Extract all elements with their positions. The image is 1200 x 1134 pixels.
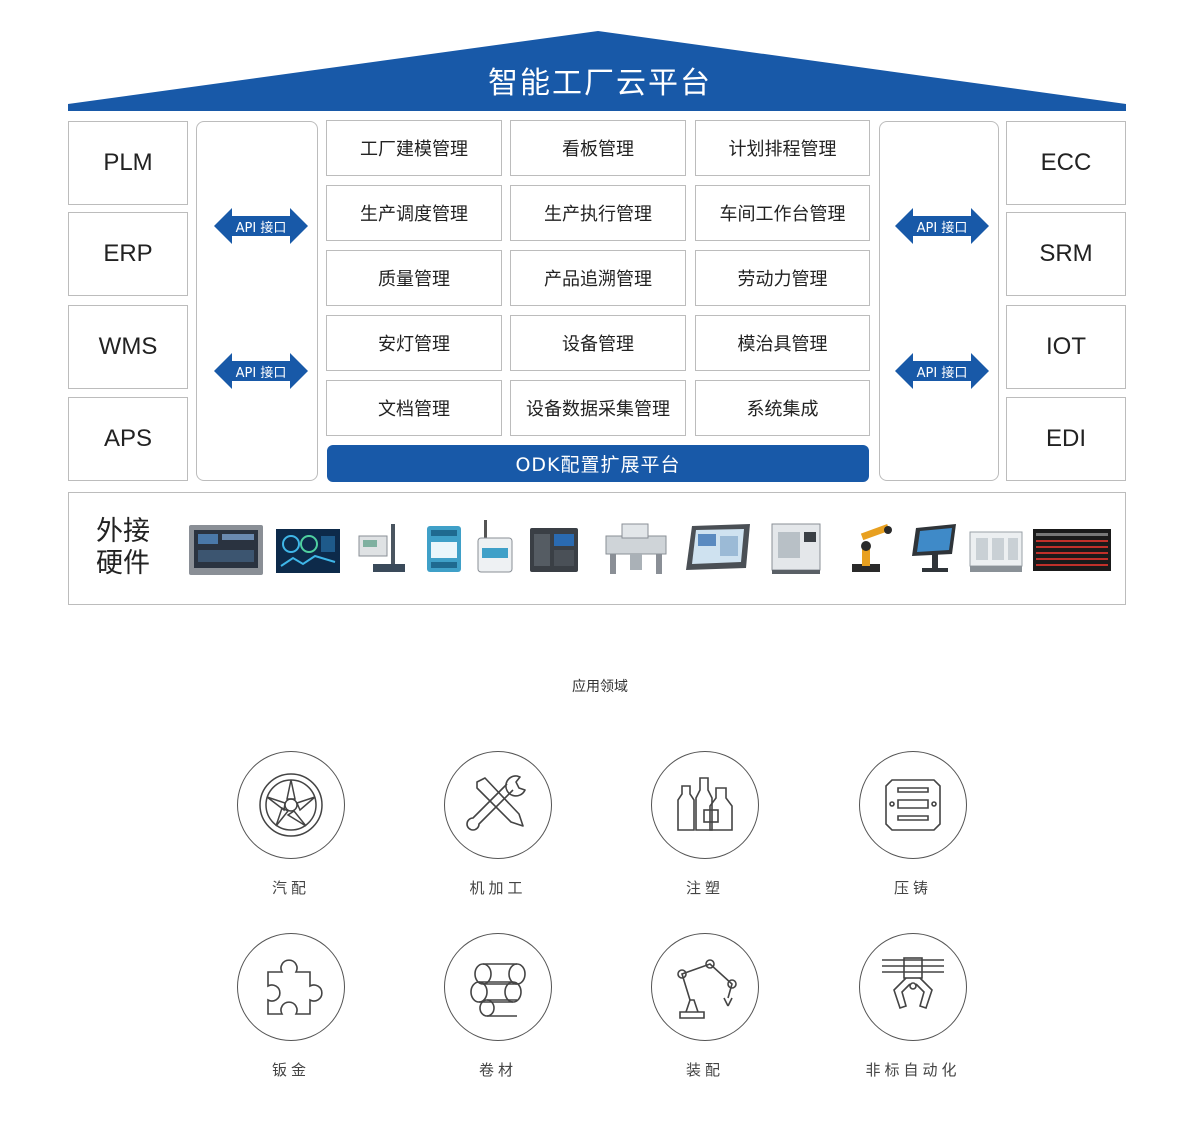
module-box: 生产调度管理 xyxy=(326,185,502,241)
api-arrow: API 接口 xyxy=(214,206,308,246)
system-wms: WMS xyxy=(68,305,188,389)
double-arrow-icon xyxy=(895,208,989,244)
application-label: 钣金 xyxy=(271,1061,310,1079)
bottles-icon xyxy=(677,777,733,831)
double-arrow-icon xyxy=(214,208,308,244)
module-box: 计划排程管理 xyxy=(695,120,870,176)
system-erp: ERP xyxy=(68,212,188,296)
touch-panel-icon xyxy=(189,525,263,575)
module-box: 劳动力管理 xyxy=(695,250,870,306)
module-box: 生产执行管理 xyxy=(510,185,686,241)
api-column-left xyxy=(196,121,318,481)
roof-shape xyxy=(68,31,1126,111)
hardware-label: 外接 硬件 xyxy=(96,516,150,579)
system-plm: PLM xyxy=(68,121,188,205)
module-box: 设备管理 xyxy=(510,315,686,371)
module-box: 设备数据采集管理 xyxy=(510,380,686,436)
application-circle[interactable] xyxy=(859,933,967,1041)
api-label: API 接口 xyxy=(916,220,968,236)
application-circle[interactable] xyxy=(651,933,759,1041)
application-circle[interactable] xyxy=(444,933,552,1041)
module-box: 质量管理 xyxy=(326,250,502,306)
system-ecc: ECC xyxy=(1006,121,1126,205)
io-module-icon xyxy=(427,526,461,572)
application-label: 机加工 xyxy=(469,879,527,897)
system-srm: SRM xyxy=(1006,212,1126,296)
api-arrow: API 接口 xyxy=(214,351,308,391)
system-edi: EDI xyxy=(1006,397,1126,481)
application-label: 卷材 xyxy=(478,1061,517,1079)
puzzle-piece-icon xyxy=(267,959,323,1015)
api-label: API 接口 xyxy=(916,365,968,381)
module-box: 模治具管理 xyxy=(695,315,870,371)
assembly-robot-icon xyxy=(677,959,737,1019)
weighing-scale-icon xyxy=(358,524,405,572)
section-title: 应用领域 xyxy=(572,679,628,695)
hmi-panel-icon xyxy=(686,524,750,570)
api-column-right xyxy=(879,121,999,481)
andon-board-icon xyxy=(1033,529,1111,571)
casting-plate-icon xyxy=(885,779,941,831)
api-label: API 接口 xyxy=(235,365,287,381)
double-arrow-icon xyxy=(895,353,989,389)
application-circle[interactable] xyxy=(859,751,967,859)
wrench-screwdriver-icon xyxy=(466,775,526,831)
cnc-machine-icon xyxy=(771,523,821,574)
module-box: 工厂建模管理 xyxy=(326,120,502,176)
wheel-icon xyxy=(259,773,323,837)
gripper-icon xyxy=(882,957,944,1010)
application-label: 压铸 xyxy=(893,879,932,897)
api-label: API 接口 xyxy=(235,220,287,236)
conveyor-machine-icon xyxy=(605,523,667,574)
application-label: 汽配 xyxy=(271,879,310,897)
module-box: 文档管理 xyxy=(326,380,502,436)
industrial-pc-icon xyxy=(530,528,578,572)
production-line-icon xyxy=(969,531,1023,572)
module-box: 系统集成 xyxy=(695,380,870,436)
dashboard-screen-icon xyxy=(276,529,340,573)
api-arrow: API 接口 xyxy=(895,351,989,391)
wireless-module-icon xyxy=(477,520,513,573)
application-label: 装配 xyxy=(685,1061,724,1079)
application-label: 非标自动化 xyxy=(865,1061,961,1079)
module-box: 看板管理 xyxy=(510,120,686,176)
application-circle[interactable] xyxy=(237,933,345,1041)
robot-arm-icon xyxy=(852,524,892,572)
system-aps: APS xyxy=(68,397,188,481)
platform-title: 智能工厂云平台 xyxy=(488,66,712,101)
module-box: 安灯管理 xyxy=(326,315,502,371)
double-arrow-icon xyxy=(214,353,308,389)
module-box: 车间工作台管理 xyxy=(695,185,870,241)
api-arrow: API 接口 xyxy=(895,206,989,246)
module-box: 产品追溯管理 xyxy=(510,250,686,306)
application-label: 注塑 xyxy=(685,879,724,897)
kiosk-terminal-icon xyxy=(912,524,956,572)
system-iot: IOT xyxy=(1006,305,1126,389)
odk-platform-bar: ODK配置扩展平台 xyxy=(327,445,869,482)
application-circle[interactable] xyxy=(444,751,552,859)
application-circle[interactable] xyxy=(237,751,345,859)
application-circle[interactable] xyxy=(651,751,759,859)
coil-rolls-icon xyxy=(470,963,526,1017)
